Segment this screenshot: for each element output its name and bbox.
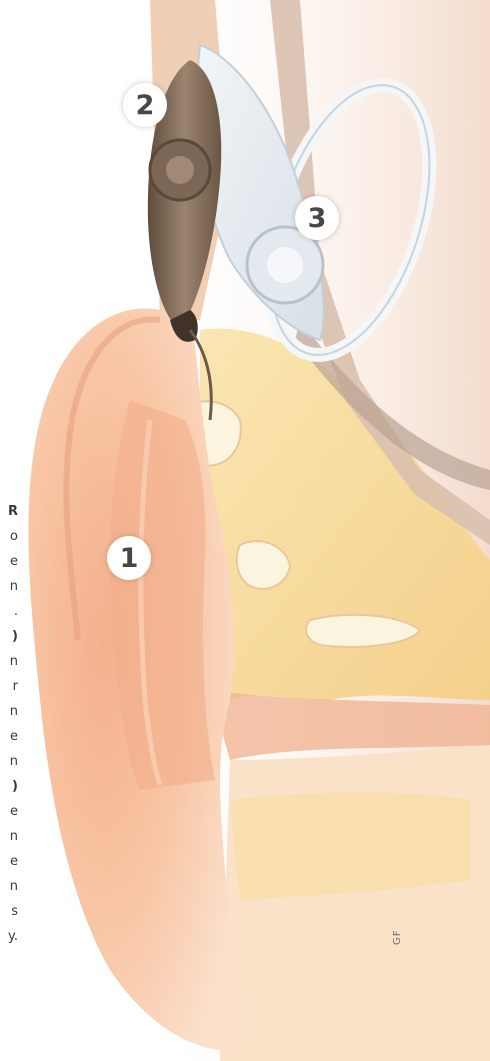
margin-fragment: e bbox=[10, 855, 18, 868]
margin-fragment: y. bbox=[8, 930, 18, 943]
margin-fragment: n bbox=[10, 755, 18, 768]
margin-fragment: ) bbox=[12, 630, 18, 643]
callout-badge-2: 2 bbox=[123, 83, 167, 127]
margin-fragment: n bbox=[10, 830, 18, 843]
margin-fragment: e bbox=[10, 730, 18, 743]
margin-fragment: ) bbox=[12, 780, 18, 793]
margin-fragment: s bbox=[11, 905, 18, 918]
callout-number-2: 2 bbox=[136, 90, 155, 121]
margin-fragment: . bbox=[14, 605, 18, 618]
margin-fragment: o bbox=[10, 530, 18, 543]
margin-fragment: n bbox=[10, 655, 18, 668]
margin-text-column: R o e n . ) n r n e n ) e n e n s y. bbox=[0, 505, 18, 965]
margin-fragment: n bbox=[10, 880, 18, 893]
illustrator-credit: GF bbox=[392, 929, 403, 945]
margin-fragment: n bbox=[10, 580, 18, 593]
margin-fragment: n bbox=[10, 705, 18, 718]
lower-fat bbox=[230, 793, 470, 901]
callout-badge-1: 1 bbox=[107, 536, 151, 580]
margin-fragment: R bbox=[8, 505, 18, 518]
margin-fragment: r bbox=[13, 680, 18, 693]
margin-fragment: e bbox=[10, 805, 18, 818]
margin-fragment: e bbox=[10, 555, 18, 568]
callout-badge-3: 3 bbox=[295, 196, 339, 240]
callout-number-3: 3 bbox=[308, 203, 327, 234]
lower-tissue bbox=[220, 745, 490, 1061]
callout-number-1: 1 bbox=[120, 543, 139, 574]
